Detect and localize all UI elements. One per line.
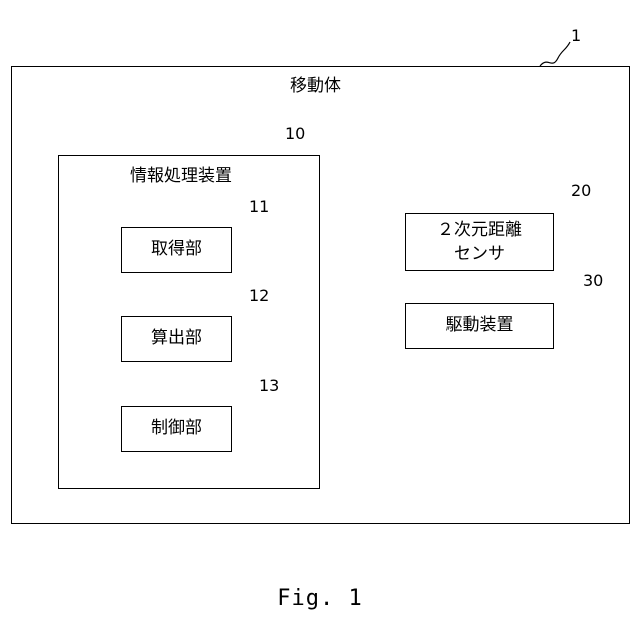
control-unit-box: 制御部: [121, 406, 232, 452]
sensor-ref: 20: [571, 183, 591, 199]
info-processor-label: 情報処理装置: [130, 168, 232, 185]
moving-body-ref: 1: [571, 28, 581, 44]
calculation-unit-ref: 12: [249, 288, 269, 304]
sensor-label-line2: センサ: [406, 246, 553, 263]
control-unit-ref: 13: [259, 378, 279, 394]
sensor-label-line1: ２次元距離: [406, 222, 553, 239]
calculation-unit-box: 算出部: [121, 316, 232, 362]
acquisition-unit-ref: 11: [249, 199, 269, 215]
drive-device-ref: 30: [583, 273, 603, 289]
calculation-unit-label: 算出部: [122, 330, 231, 347]
moving-body-label: 移動体: [290, 78, 341, 95]
figure-caption: Fig. 1: [0, 588, 640, 610]
acquisition-unit-box: 取得部: [121, 227, 232, 273]
control-unit-label: 制御部: [122, 420, 231, 437]
sensor-box: ２次元距離 センサ: [405, 213, 554, 271]
drive-device-label: 駆動装置: [406, 317, 553, 334]
drive-device-box: 駆動装置: [405, 303, 554, 349]
acquisition-unit-label: 取得部: [122, 241, 231, 258]
leader-1: [540, 42, 570, 66]
info-processor-ref: 10: [285, 126, 305, 142]
